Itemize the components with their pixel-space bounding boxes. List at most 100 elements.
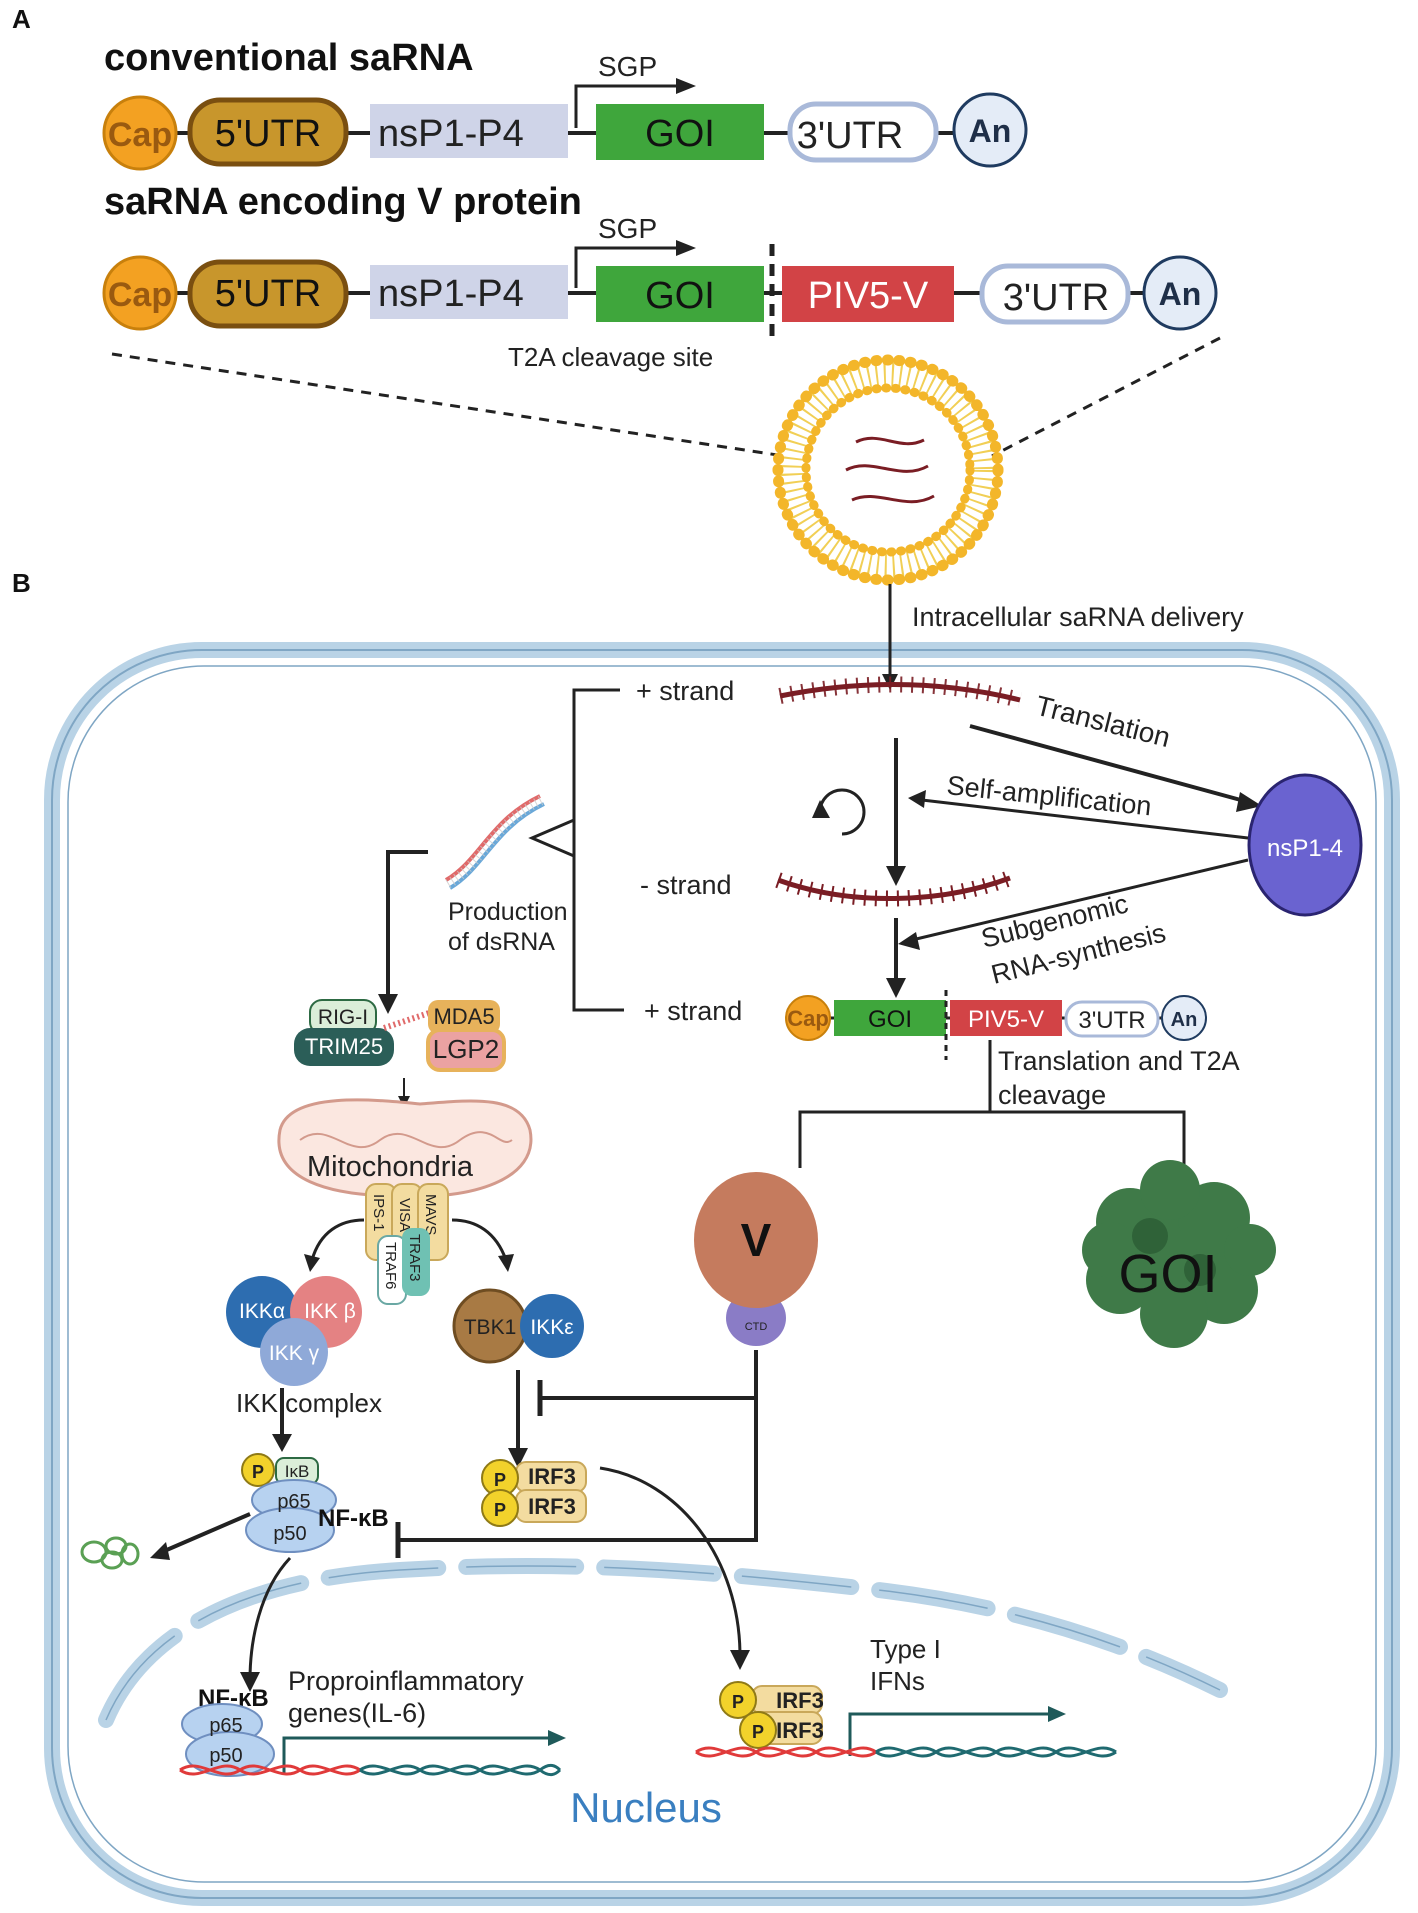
utr5-box — [187, 97, 349, 167]
p-label: P — [494, 1500, 506, 1520]
mitochondria: Mitochondria — [277, 1098, 533, 1198]
utr5-label: 5'UTR — [215, 273, 322, 315]
v-protein-sarna-title: saRNA encoding V protein — [104, 181, 582, 223]
goi-box — [596, 266, 764, 322]
plus-strand-rna-top — [779, 682, 1021, 703]
goi-protein: GOI — [1082, 1160, 1276, 1348]
ikka-label: IKKα — [239, 1300, 285, 1323]
nsp1-4-label: nsP1-4 — [1267, 835, 1343, 862]
goi-label: GOI — [645, 275, 715, 317]
piv5-v-box — [782, 266, 954, 322]
translation-t2a-label-1: Translation and T2A — [998, 1046, 1240, 1076]
t2a-cleavage-label: T2A cleavage site — [508, 342, 713, 372]
p-label: P — [252, 1462, 264, 1482]
cap-label: Cap — [787, 1006, 829, 1031]
proinflammatory-label-2: genes(IL-6) — [288, 1698, 426, 1728]
goi-protein-label: GOI — [1118, 1244, 1217, 1304]
translation-t2a-label-2: cleavage — [998, 1080, 1106, 1110]
nucleus-label: Nucleus — [570, 1784, 722, 1831]
nsp-box — [370, 104, 568, 158]
ikb-label: IκB — [285, 1462, 310, 1481]
p50-label: p50 — [273, 1523, 306, 1545]
utr3-box — [979, 263, 1131, 325]
visa-label: VISA — [396, 1198, 413, 1232]
ips-1-label: IPS-1 — [370, 1194, 387, 1232]
type1-ifn-label-2: IFNs — [870, 1666, 925, 1696]
tbk1-label: TBK1 — [464, 1316, 517, 1339]
an-circle — [952, 92, 1028, 168]
lipid-nanoparticle — [772, 354, 1004, 586]
an-label: An — [1159, 276, 1202, 312]
goi-label: GOI — [868, 1006, 912, 1033]
dsrna-label-2: of dsRNA — [448, 928, 555, 956]
p-label: P — [752, 1722, 764, 1742]
v-protein-label: V — [741, 1214, 772, 1266]
mitochondria-label: Mitochondria — [307, 1151, 474, 1183]
mavs-label: MAVS — [422, 1194, 439, 1235]
p-label: P — [494, 1470, 506, 1490]
lgp2-label: LGP2 — [433, 1034, 500, 1064]
traf6-label: TRAF6 — [382, 1242, 399, 1290]
cap-circle — [102, 95, 178, 171]
utr5-box — [187, 259, 349, 329]
minus-strand-label: - strand — [640, 870, 732, 900]
nsp-label: nsP1-P4 — [378, 113, 524, 155]
rig-i-label: RIG-I — [318, 1006, 368, 1029]
cap-circle — [102, 255, 178, 331]
type1-ifn-label-1: Type I — [870, 1634, 941, 1664]
nsp-label: nsP1-P4 — [378, 273, 524, 315]
an-label: An — [969, 113, 1012, 149]
nsp1-4-protein — [1247, 773, 1363, 917]
p-label: P — [732, 1692, 744, 1712]
sgp-label: SGP — [598, 51, 657, 82]
dna-left — [179, 1763, 562, 1777]
minus-strand-rna — [777, 875, 1011, 901]
dsrna-helix — [444, 794, 541, 882]
cap-label: Cap — [108, 276, 172, 314]
ikke-label: IKKε — [530, 1316, 573, 1339]
conventional-sarna-construct: conventional saRNA Cap 5'UTR nsP1-P4 SGP… — [102, 37, 1028, 171]
irf3-label: IRF3 — [776, 1718, 824, 1743]
nfkb-label: NF-κB — [318, 1505, 389, 1532]
ikk-complex-label: IKK complex — [236, 1388, 382, 1418]
an-circle — [1142, 255, 1218, 331]
dsrna-label-1: Production — [448, 898, 568, 926]
piv5-v-label: PIV5-V — [968, 1006, 1044, 1033]
subgenomic-construct: Cap GOI PIV5-V 3'UTR An — [785, 990, 1207, 1060]
ikkg-label: IKK γ — [269, 1342, 320, 1365]
plus-strand-bottom-label: + strand — [644, 996, 742, 1026]
ctd-label: CTD — [745, 1321, 768, 1333]
nucleus-membrane — [98, 1558, 1228, 1728]
plus-strand-top-label: + strand — [636, 676, 734, 706]
p65-label: p65 — [277, 1491, 310, 1513]
utr3-label: 3'UTR — [797, 115, 904, 157]
mda5-label: MDA5 — [433, 1004, 494, 1029]
irf3-label: IRF3 — [528, 1464, 576, 1489]
ikkb-label: IKK β — [304, 1300, 356, 1323]
irf3-label: IRF3 — [528, 1494, 576, 1519]
conventional-sarna-title: conventional saRNA — [104, 37, 474, 79]
utr3-label: 3'UTR — [1078, 1007, 1145, 1034]
cycle-arrow — [818, 788, 866, 836]
nsp-box — [370, 265, 568, 319]
cap-label: Cap — [108, 116, 172, 154]
an-label: An — [1171, 1009, 1198, 1031]
goi-box — [596, 104, 764, 160]
panel-b-label: B — [12, 568, 31, 598]
v-protein-sarna-construct: saRNA encoding V protein Cap 5'UTR nsP1-… — [102, 181, 1218, 372]
dna-right — [695, 1746, 1117, 1758]
panel-a-label: A — [12, 4, 31, 34]
utr5-label: 5'UTR — [215, 113, 322, 155]
p65-label: p65 — [209, 1715, 242, 1737]
piv5-v-label: PIV5-V — [808, 275, 929, 317]
v-protein — [694, 1172, 818, 1308]
utr3-box — [787, 101, 939, 163]
irf3-label: IRF3 — [776, 1688, 824, 1713]
proinflammatory-label-1: Proproinflammatory — [288, 1666, 524, 1696]
traf3-label: TRAF3 — [406, 1234, 423, 1282]
translation-label: Translation — [1033, 690, 1174, 753]
goi-label: GOI — [645, 113, 715, 155]
degraded-ikb-icon — [80, 1536, 140, 1570]
utr3-label: 3'UTR — [1003, 277, 1110, 319]
